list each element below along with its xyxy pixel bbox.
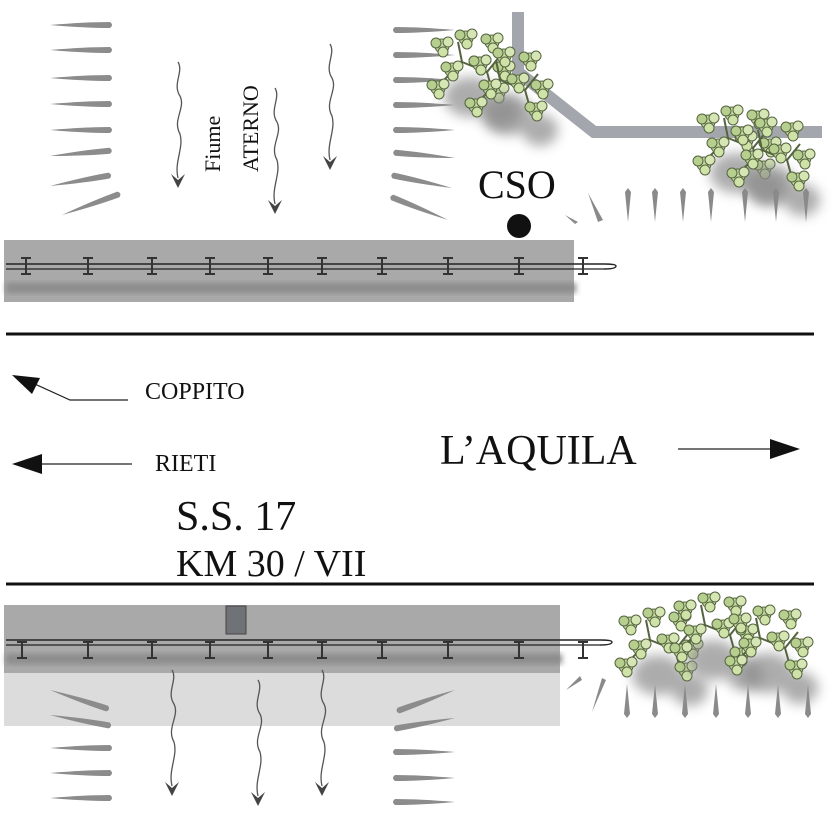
top-left-drain-fan xyxy=(49,22,122,218)
top-barrier xyxy=(4,240,617,302)
rieti-label: RIETI xyxy=(155,451,216,477)
km-label: KM 30 / VII xyxy=(176,543,366,585)
grey-wall xyxy=(512,12,822,138)
road-label: S.S. 17 xyxy=(176,494,296,540)
rieti-arrow-icon xyxy=(12,454,132,474)
vegetation-top-left xyxy=(427,29,558,146)
coppito-label: COPPITO xyxy=(145,379,245,405)
laquila-label: L’AQUILA xyxy=(440,428,637,474)
cso-marker-icon xyxy=(507,214,531,238)
cso-label: CSO xyxy=(478,162,556,207)
bottom-drain-spikes xyxy=(566,676,811,718)
laquila-arrow-icon xyxy=(678,439,800,459)
vegetation-bottom-right xyxy=(615,592,818,706)
river-prefix-label: Fiume xyxy=(200,116,225,172)
coppito-arrow-icon xyxy=(12,375,128,401)
bottom-barrier xyxy=(4,605,613,673)
cso-drain-spikes xyxy=(565,188,809,224)
river-name-label: ATERNO xyxy=(238,85,263,172)
